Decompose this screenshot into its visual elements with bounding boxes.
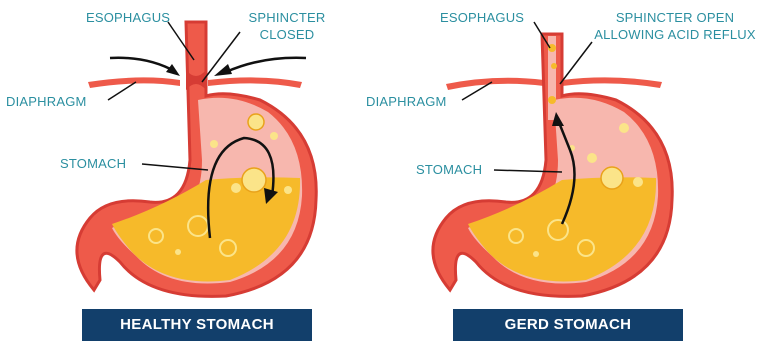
acid-bubble (601, 167, 623, 189)
acid-bubble (633, 177, 643, 187)
left-squeeze-arrowhead (166, 64, 180, 76)
acid-bubble (231, 183, 241, 193)
gerd-stomach-banner: GERD STOMACH (453, 309, 683, 341)
reflux-bubble (548, 96, 556, 104)
stomach-label: STOMACH (416, 161, 482, 178)
acid-bubble (587, 153, 597, 163)
diaphragm-right-band (562, 77, 662, 88)
healthy-stomach-panel: ESOPHAGUS SPHINCTER CLOSED DIAPHRAGM STO… (0, 0, 385, 342)
diaphragm-right-band (208, 77, 302, 88)
acid-bubble (175, 249, 181, 255)
right-squeeze-arrow (226, 58, 306, 72)
acid-bubble (533, 251, 539, 257)
sphincter-label: SPHINCTER CLOSED (240, 9, 334, 43)
diaphragm-left-band (446, 78, 544, 90)
healthy-stomach-banner: HEALTHY STOMACH (82, 309, 312, 341)
sphincter-label-line2: CLOSED (240, 26, 334, 43)
sphincter-label-line2: ALLOWING ACID REFLUX (582, 26, 768, 43)
sphincter-label-line1: SPHINCTER OPEN (582, 9, 768, 26)
reflux-bubble (551, 63, 557, 69)
diaphragm-label: DIAPHRAGM (366, 93, 447, 110)
esophagus-label: ESOPHAGUS (86, 9, 170, 26)
healthy-stomach-illustration (0, 0, 385, 342)
stomach-label: STOMACH (60, 155, 126, 172)
acid-bubble (284, 186, 292, 194)
left-squeeze-arrow (110, 58, 176, 72)
acid-bubble (270, 132, 278, 140)
right-squeeze-arrowhead (214, 64, 232, 76)
gerd-stomach-panel: ESOPHAGUS SPHINCTER OPEN ALLOWING ACID R… (386, 0, 771, 342)
acid-bubble (248, 114, 264, 130)
esophagus-label: ESOPHAGUS (440, 9, 524, 26)
diaphragm-label: DIAPHRAGM (6, 93, 87, 110)
acid-bubble (242, 168, 266, 192)
sphincter-leader (560, 42, 592, 84)
acid-bubble (619, 123, 629, 133)
acid-bubble (210, 140, 218, 148)
sphincter-label: SPHINCTER OPEN ALLOWING ACID REFLUX (582, 9, 768, 43)
sphincter-label-line1: SPHINCTER (240, 9, 334, 26)
